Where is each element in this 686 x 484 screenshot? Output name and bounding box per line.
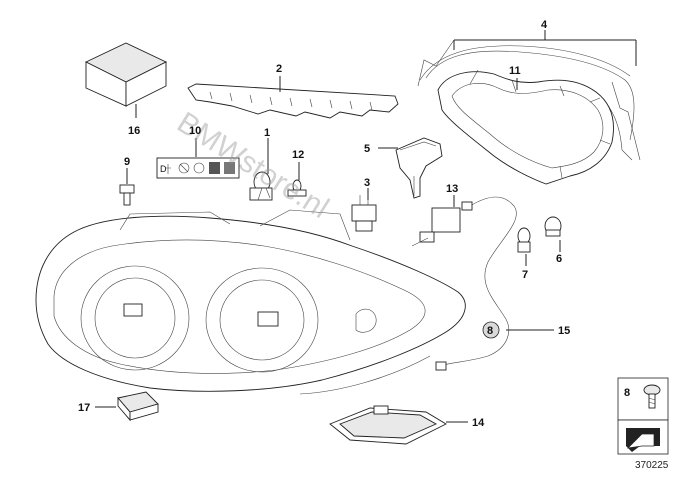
legend-box: 8 370225	[617, 377, 669, 471]
callout-5: 5	[364, 143, 370, 155]
callout-14: 14	[472, 417, 485, 429]
callout-8-inline: 8	[487, 325, 493, 337]
callout-15: 15	[558, 325, 570, 337]
part-3-adjuster	[351, 188, 377, 232]
callout-17: 17	[78, 402, 90, 414]
part-14-ballast	[329, 405, 468, 445]
screw-icon	[643, 384, 661, 409]
callout-13: 13	[446, 183, 458, 195]
callout-12: 12	[292, 149, 304, 161]
callout-10: 10	[189, 125, 201, 137]
callout-16: 16	[128, 125, 140, 137]
callout-1: 1	[264, 127, 270, 139]
callout-9: 9	[124, 156, 130, 168]
part-15-wiring-harness	[435, 196, 554, 371]
arrow-icon	[626, 428, 660, 452]
part-1-xenon-bulb	[249, 138, 273, 201]
svg-text:D: D	[160, 164, 167, 174]
part-7-bulb	[517, 227, 531, 266]
part-12-bulb	[287, 162, 307, 197]
callout-2: 2	[276, 63, 282, 75]
part-6-bulb-socket	[544, 216, 562, 252]
callout-7: 7	[522, 269, 528, 281]
headlight-assembly	[35, 209, 466, 395]
part-11-housing-frame	[437, 69, 614, 185]
part-16-box	[84, 42, 168, 118]
callout-11: 11	[509, 65, 521, 77]
callout-4: 4	[541, 19, 548, 31]
diagram-id: 370225	[635, 460, 669, 471]
part-2-bracket-strip	[187, 76, 399, 119]
callout-3: 3	[364, 177, 370, 189]
part-10-warning-label: D	[156, 138, 240, 179]
callout-6: 6	[556, 253, 562, 265]
part-9-screw	[119, 168, 135, 206]
part-17-control-module	[95, 391, 159, 422]
part-13-igniter	[411, 195, 461, 247]
legend-callout-8: 8	[624, 387, 630, 399]
part-5-bracket	[378, 137, 443, 199]
